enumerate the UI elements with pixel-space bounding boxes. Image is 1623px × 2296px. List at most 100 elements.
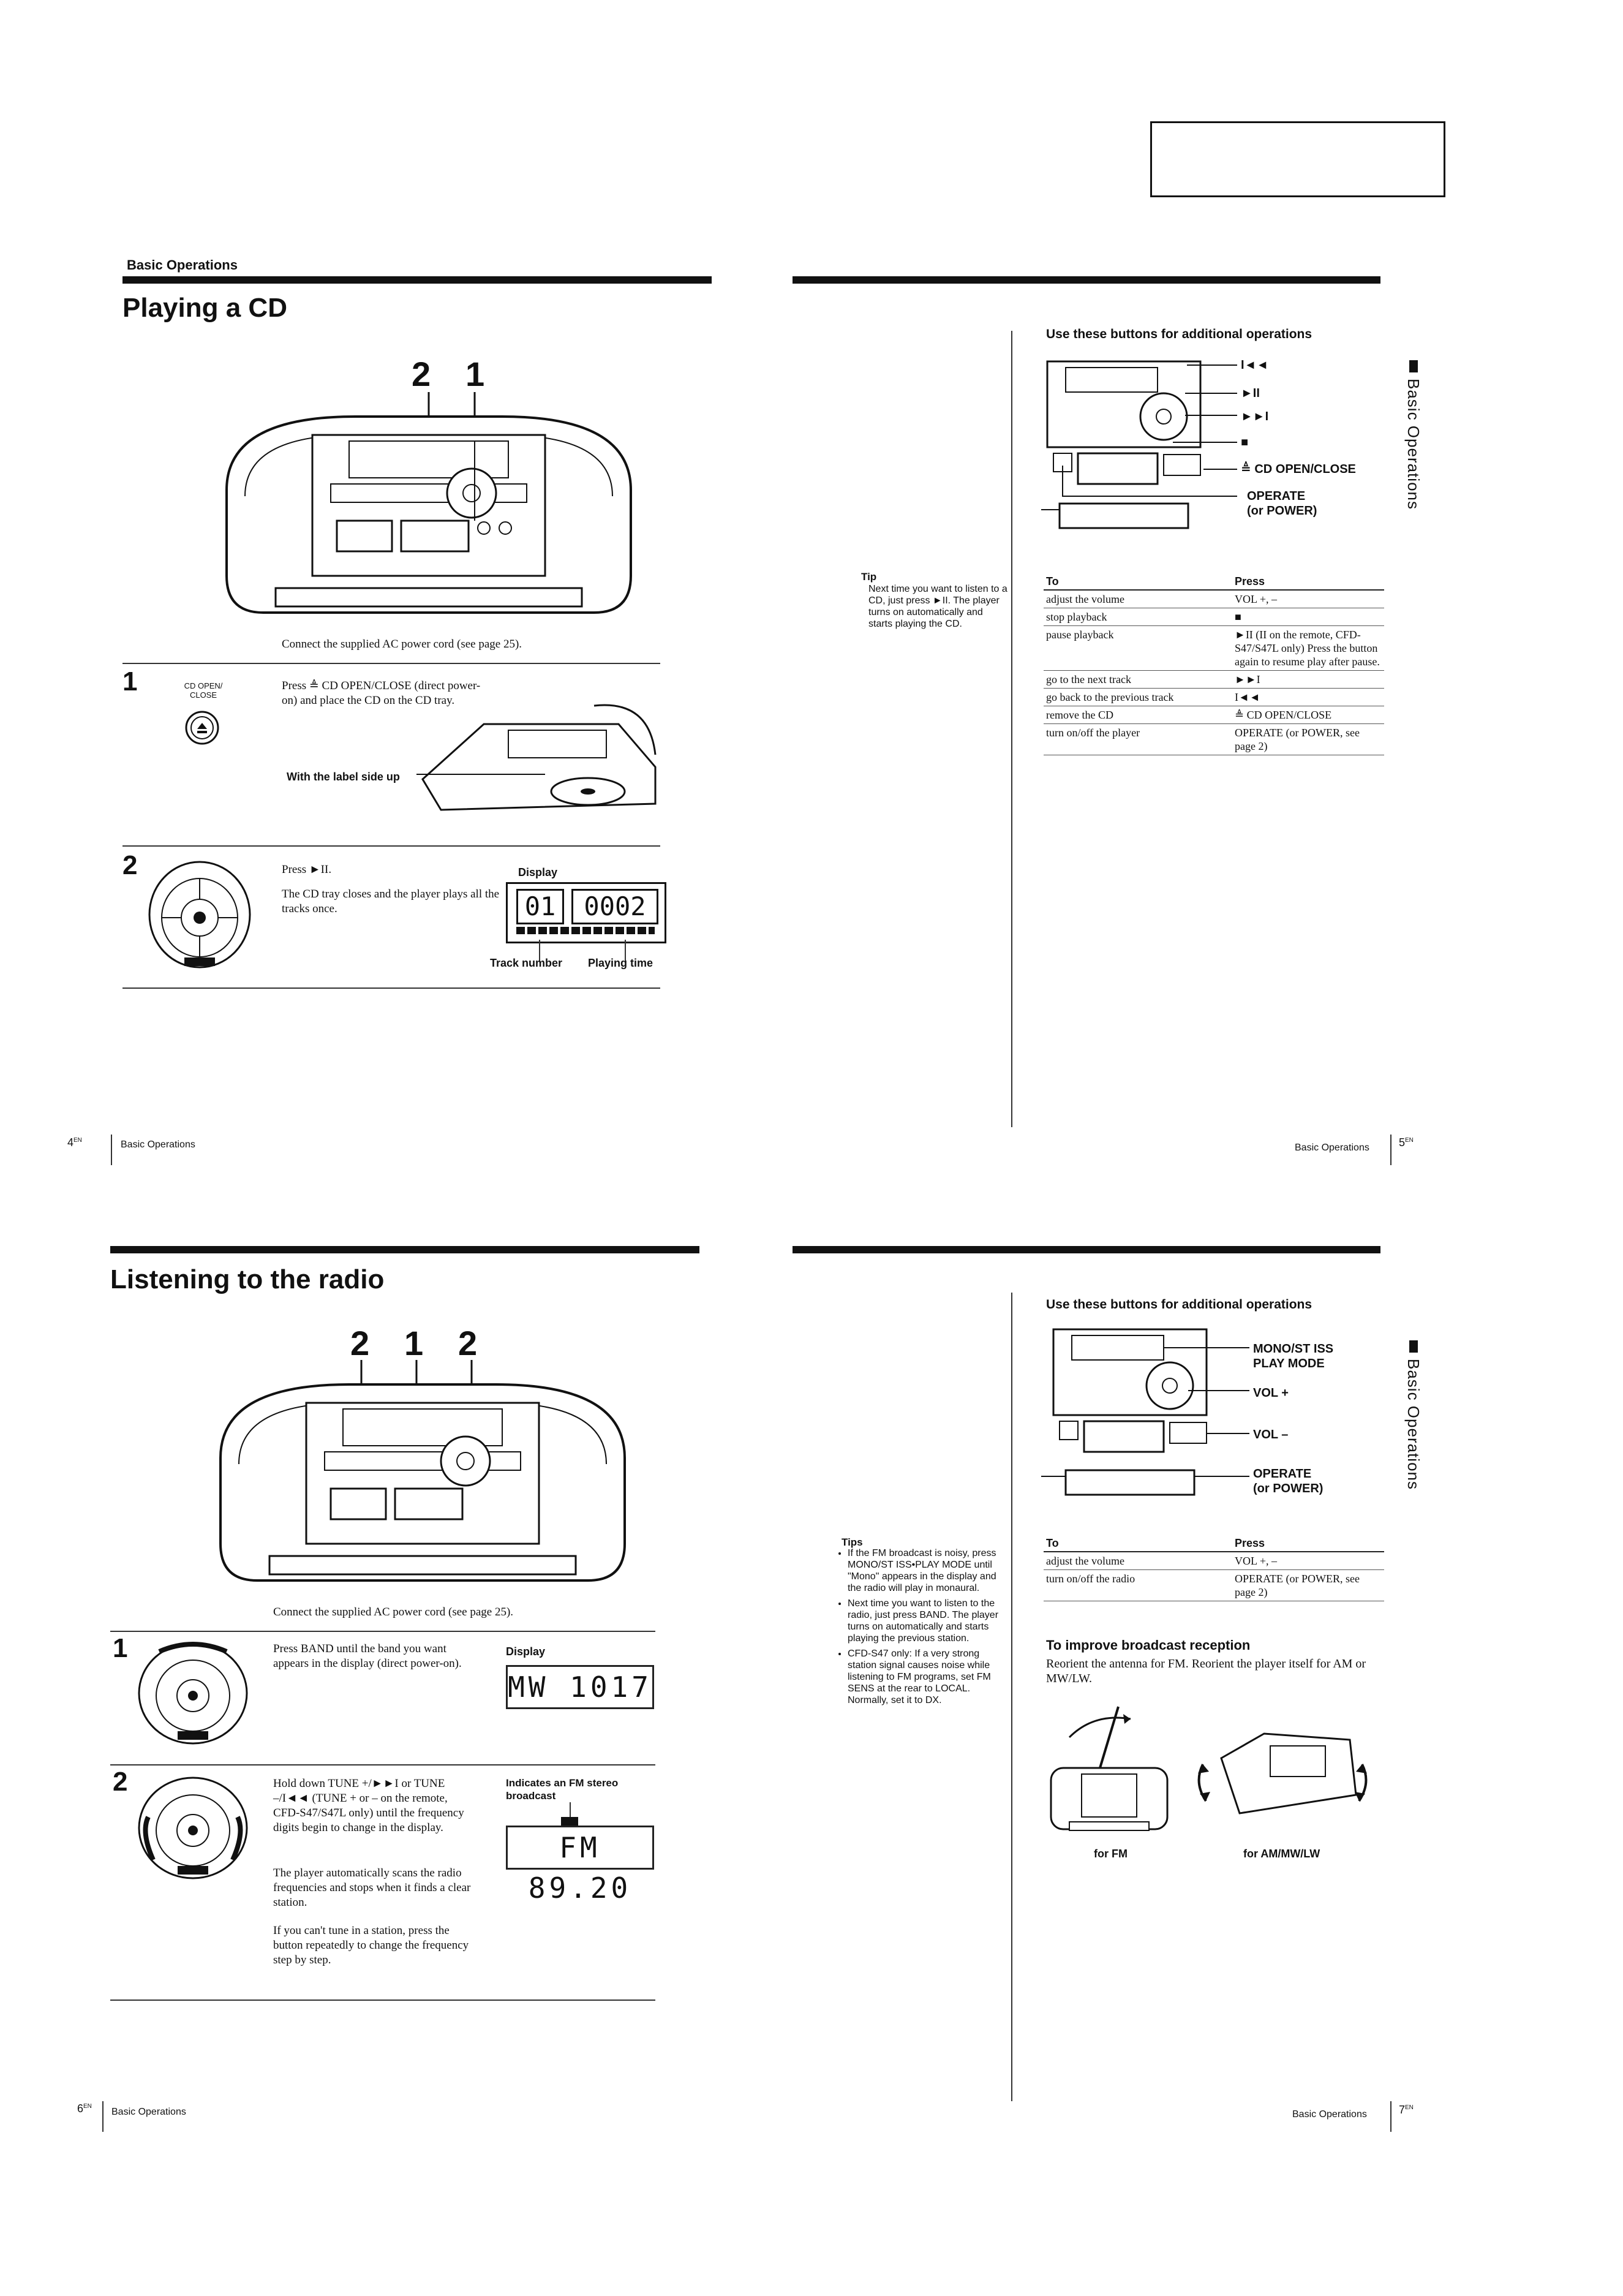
step1-text: Press BAND until the band you want appea…: [273, 1642, 462, 1670]
step1-text: Press ≜ CD OPEN/CLOSE (direct power-on) …: [282, 679, 481, 707]
tip-title: Tip: [861, 571, 877, 583]
table-cell: pause playback: [1044, 625, 1232, 671]
page-footer-text: Basic Operations: [121, 1139, 195, 1150]
page-number: 6: [77, 2102, 84, 2115]
leader-line: [570, 1802, 571, 1821]
section-rule: [110, 1246, 699, 1253]
page-footer-number: 7EN: [1399, 2104, 1414, 2117]
button-label-play-pause: ►II: [1241, 387, 1260, 400]
playing-time-label: Playing time: [588, 957, 653, 969]
label-side-caption: With the label side up: [287, 771, 400, 783]
front-panel-illustration: [1041, 360, 1237, 529]
boombox-illustration: [219, 1360, 626, 1582]
table-cell: go to the next track: [1044, 670, 1232, 689]
header-box: [1150, 121, 1445, 197]
side-tab-label: Basic Operations: [1404, 1359, 1423, 1490]
table-cell: VOL +, –: [1232, 590, 1384, 608]
page-footer-number: 4EN: [67, 1136, 82, 1149]
tab-marker-icon: [1409, 1340, 1418, 1353]
divider: [122, 845, 660, 847]
tips-list: If the FM broadcast is noisy, press MONO…: [835, 1547, 1008, 1706]
playing-time-readout: 0002: [571, 889, 658, 924]
callout-number: 2: [350, 1324, 370, 1362]
page-number: 4: [67, 1136, 74, 1149]
footer-separator: [111, 1135, 112, 1165]
button-label-mono-st: MONO/ST ISS: [1253, 1342, 1334, 1356]
footer-separator: [102, 2101, 104, 2132]
tip-text: Next time you want to listen to a CD, ju…: [868, 584, 1007, 629]
page-title: Listening to the radio: [110, 1264, 385, 1294]
tip-item: CFD-S47 only: If a very strong station s…: [848, 1648, 1008, 1706]
button-label-power: (or POWER): [1247, 504, 1317, 518]
button-label-operate: OPERATE: [1253, 1467, 1312, 1481]
page-footer-text: Basic Operations: [1295, 1142, 1369, 1153]
display-label: Display: [506, 1645, 546, 1658]
step-number: 1: [113, 1633, 128, 1663]
step2-text-b: The CD tray closes and the player plays …: [282, 888, 500, 915]
band-dial-illustration: [138, 1642, 248, 1745]
step-number: 2: [113, 1767, 128, 1797]
column-header: To: [1044, 573, 1232, 591]
tune-dial-illustration: [138, 1777, 248, 1879]
page-number: 7: [1399, 2104, 1406, 2116]
footer-separator: [1390, 2101, 1391, 2132]
stereo-indicator-icon: [561, 1817, 578, 1828]
track-indicator-row: [516, 927, 655, 934]
table-cell: turn on/off the player: [1044, 723, 1232, 755]
band-display: MW 1017: [506, 1665, 654, 1709]
divider: [122, 988, 660, 989]
step-number: 2: [122, 850, 138, 880]
callout-number: 1: [465, 355, 485, 393]
button-caption: CD OPEN/ CLOSE: [184, 681, 223, 700]
table-header-row: To Press: [1044, 573, 1384, 591]
column-header: Press: [1232, 573, 1384, 591]
fm-antenna-illustration: [1050, 1706, 1169, 1831]
table-cell: OPERATE (or POWER, see page 2): [1232, 1569, 1384, 1601]
leader-line: [625, 940, 626, 962]
page-footer-text: Basic Operations: [111, 2107, 186, 2117]
table-row: remove the CD≜ CD OPEN/CLOSE: [1044, 706, 1384, 724]
callout-number: 1: [404, 1324, 424, 1362]
section-rule: [793, 1246, 1380, 1253]
button-label-power: (or POWER): [1253, 1482, 1324, 1495]
divider: [110, 1764, 655, 1765]
side-tab-label: Basic Operations: [1404, 379, 1423, 510]
caption-am-mw-lw: for AM/MW/LW: [1243, 1848, 1320, 1860]
control-dial-illustration: [148, 861, 251, 969]
page-footer-number: 6EN: [77, 2102, 92, 2115]
step-number: 1: [122, 667, 138, 697]
table-row: pause playback►II (II on the remote, CFD…: [1044, 625, 1384, 671]
column-rule: [1011, 1293, 1012, 2101]
improve-reception-title: To improve broadcast reception: [1046, 1637, 1251, 1653]
connect-instruction: Connect the supplied AC power cord (see …: [282, 638, 522, 651]
button-label-play-mode: PLAY MODE: [1253, 1357, 1325, 1370]
table-cell: go back to the previous track: [1044, 688, 1232, 706]
table-row: stop playback■: [1044, 608, 1384, 626]
page-footer-text: Basic Operations: [1292, 2109, 1367, 2120]
divider: [110, 2000, 655, 2001]
tips-title: Tips: [842, 1536, 863, 1548]
step2-text-b: The player automatically scans the radio…: [273, 1867, 471, 1909]
section-rule: [122, 276, 712, 284]
button-label-next: ►►I: [1241, 410, 1269, 423]
page-number: 5: [1399, 1136, 1406, 1149]
table-cell: I◄◄: [1232, 688, 1384, 706]
table-row: go to the next track►►I: [1044, 670, 1384, 689]
button-label-vol-down: VOL –: [1253, 1428, 1289, 1441]
table-cell: turn on/off the radio: [1044, 1569, 1232, 1601]
button-label-stop: ■: [1241, 436, 1249, 449]
section-heading: Use these buttons for additional operati…: [1046, 327, 1312, 341]
language-code: EN: [73, 1137, 82, 1144]
column-header: Press: [1232, 1535, 1384, 1552]
section-label: Basic Operations: [127, 257, 238, 273]
tip-item: If the FM broadcast is noisy, press MONO…: [848, 1547, 1008, 1594]
tab-marker-icon: [1409, 360, 1418, 372]
table-cell: remove the CD: [1044, 706, 1232, 724]
divider: [110, 1631, 655, 1632]
